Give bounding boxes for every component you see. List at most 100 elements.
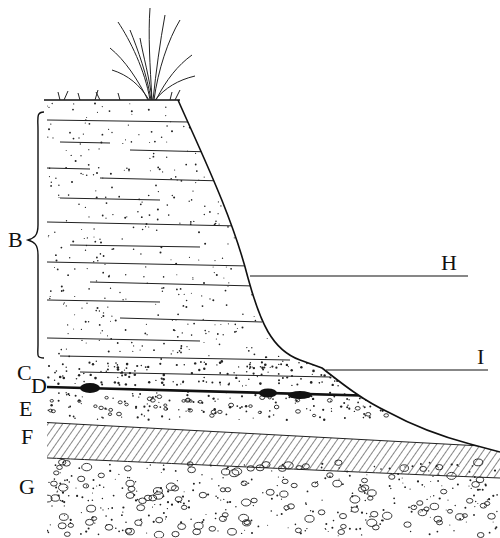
sand-dot xyxy=(486,340,487,341)
sand-dot xyxy=(147,403,148,404)
pebble xyxy=(361,485,369,491)
sand-dot xyxy=(270,367,271,368)
sand-dot xyxy=(48,235,49,236)
sand-dot xyxy=(489,151,491,153)
pebble xyxy=(78,476,85,481)
sand-dot xyxy=(167,490,169,492)
sand-dot xyxy=(253,418,254,419)
pebble xyxy=(68,523,73,527)
sand-dot xyxy=(124,373,127,376)
sand-dot xyxy=(477,381,479,383)
sand-dot xyxy=(363,298,365,300)
sand-dot xyxy=(448,145,450,147)
sand-dot xyxy=(286,419,288,421)
pebble xyxy=(358,487,365,492)
sand-dot xyxy=(125,329,127,331)
sand-dot xyxy=(314,126,316,128)
sand-dot xyxy=(324,114,326,116)
pebble xyxy=(296,410,301,414)
sand-dot xyxy=(227,226,229,228)
sand-dot xyxy=(50,296,51,297)
sand-dot xyxy=(69,406,71,408)
sand-dot xyxy=(432,266,434,268)
sand-dot xyxy=(86,303,87,304)
pebble xyxy=(124,466,131,471)
sand-dot xyxy=(58,195,59,196)
sand-dot xyxy=(131,114,132,115)
sand-dot xyxy=(103,487,104,488)
sand-dot xyxy=(204,205,206,207)
sand-dot xyxy=(327,361,328,362)
sand-dot xyxy=(496,494,498,496)
sand-dot xyxy=(57,383,59,385)
pebble xyxy=(458,395,461,398)
sand-dot xyxy=(470,106,472,108)
sand-dot xyxy=(424,314,426,316)
sand-dot xyxy=(245,483,247,485)
sand-dot xyxy=(474,506,475,507)
sand-dot xyxy=(93,174,94,175)
sand-dot xyxy=(318,106,320,108)
sand-dot xyxy=(308,108,309,109)
sand-dot xyxy=(477,503,478,504)
sand-dot xyxy=(381,225,383,227)
sand-dot xyxy=(347,378,349,380)
sand-dot xyxy=(379,327,381,329)
sand-dot xyxy=(196,170,198,172)
sand-dot xyxy=(208,395,210,397)
sand-dot xyxy=(441,352,443,354)
sand-dot xyxy=(304,288,306,290)
sand-dot xyxy=(382,400,383,401)
pebble xyxy=(436,465,443,470)
sand-dot xyxy=(264,139,266,141)
pebble xyxy=(280,491,288,497)
sand-dot xyxy=(436,155,437,156)
sand-dot xyxy=(278,161,279,162)
sand-dot xyxy=(113,495,115,497)
sand-dot xyxy=(199,482,201,484)
sand-dot xyxy=(463,168,465,170)
sand-dot xyxy=(88,149,89,150)
sand-dot xyxy=(269,410,271,412)
sand-dot xyxy=(273,166,274,167)
pebble xyxy=(417,501,423,506)
sand-dot xyxy=(458,466,459,467)
sand-dot xyxy=(414,325,416,327)
sand-dot xyxy=(217,497,219,499)
pebble xyxy=(241,481,247,486)
sand-dot xyxy=(220,500,221,501)
sand-dot xyxy=(431,161,432,162)
sand-dot xyxy=(370,283,371,284)
sand-dot xyxy=(160,504,162,506)
sand-dot xyxy=(290,208,292,210)
sand-dot xyxy=(422,179,424,181)
sand-dot xyxy=(357,366,359,368)
sand-dot xyxy=(423,292,424,293)
sand-dot xyxy=(288,527,289,528)
pebble xyxy=(266,489,274,495)
bedding-lines xyxy=(47,120,330,377)
sand-dot xyxy=(87,237,88,238)
sand-dot xyxy=(465,194,466,195)
sand-dot xyxy=(375,362,377,364)
sand-dot xyxy=(443,210,444,211)
sand-dot xyxy=(169,400,171,402)
sand-dot xyxy=(348,408,350,410)
sand-dot xyxy=(204,243,206,245)
sand-dot xyxy=(365,500,367,502)
sand-dot xyxy=(436,392,438,394)
sand-dot xyxy=(122,299,123,300)
sand-dot xyxy=(470,375,472,377)
sand-dot xyxy=(328,107,330,109)
sand-dot xyxy=(186,394,188,396)
pebble xyxy=(199,492,206,498)
sand-dot xyxy=(107,306,108,307)
sand-dot xyxy=(329,476,331,478)
sand-dot xyxy=(137,211,139,213)
sand-dot xyxy=(159,406,161,408)
sand-dot xyxy=(420,132,422,134)
sand-dot xyxy=(496,511,497,512)
pebble xyxy=(350,496,360,503)
sand-dot xyxy=(359,484,361,486)
sand-dot xyxy=(121,375,123,377)
